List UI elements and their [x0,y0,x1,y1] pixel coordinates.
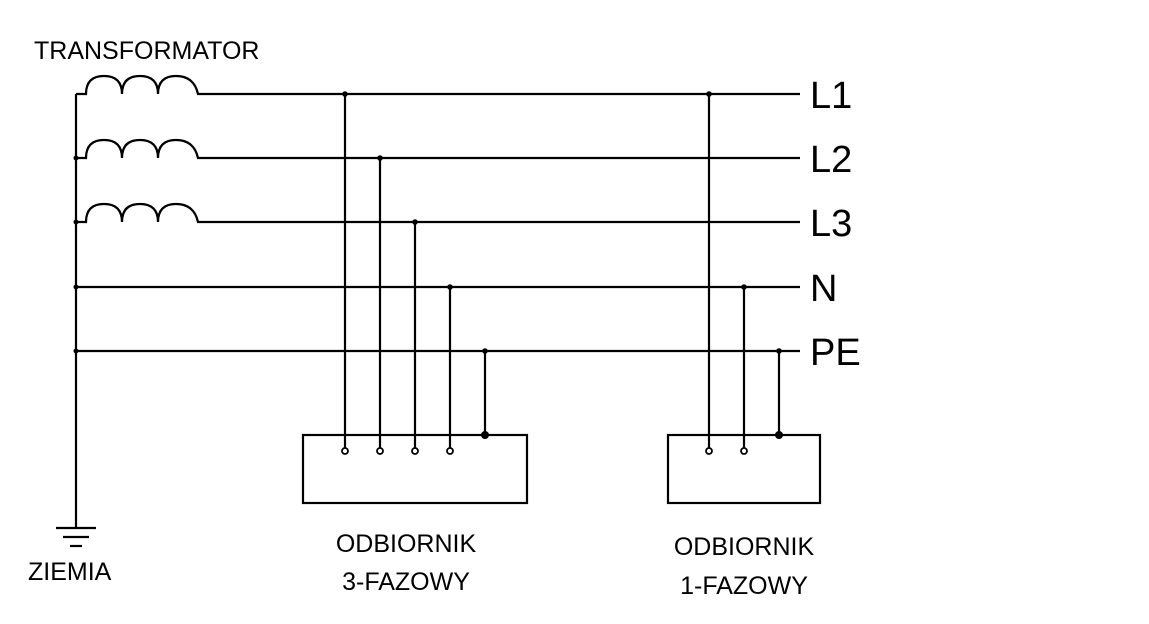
earth-symbol [56,526,96,548]
winding-l3 [76,202,203,224]
transformer-label: TRANSFORMATOR [34,37,259,65]
label-pe: PE [810,332,861,374]
bus-junction-dot [73,219,79,225]
single-phase-load-junctions [706,91,783,439]
three-phase-load-label-line2: 3-FAZOWY [342,568,470,596]
label-l1: L1 [810,75,852,117]
three-phase-load-junctions [342,91,489,439]
bus-junction-dot [73,284,79,290]
single-phase-load-label-line1: ODBIORNIK [674,533,815,561]
label-n: N [810,268,837,310]
bus-junction-dot [73,348,79,354]
label-l2: L2 [810,139,852,181]
three-phase-load-terminals [341,447,454,455]
transformer-windings [76,74,203,224]
single-phase-load-wires [707,94,781,451]
single-phase-load-box [666,433,822,505]
single-phase-load-label-line2: 1-FAZOWY [680,572,808,600]
winding-l2 [76,138,203,160]
winding-l1 [76,74,203,96]
three-phase-load-label-line1: ODBIORNIK [336,530,477,558]
earth-label: ZIEMIA [28,558,112,586]
label-l3: L3 [810,203,852,245]
bus-junction-dot [73,155,79,161]
three-phase-load-wires [343,94,487,451]
single-phase-load-terminals [705,447,748,455]
